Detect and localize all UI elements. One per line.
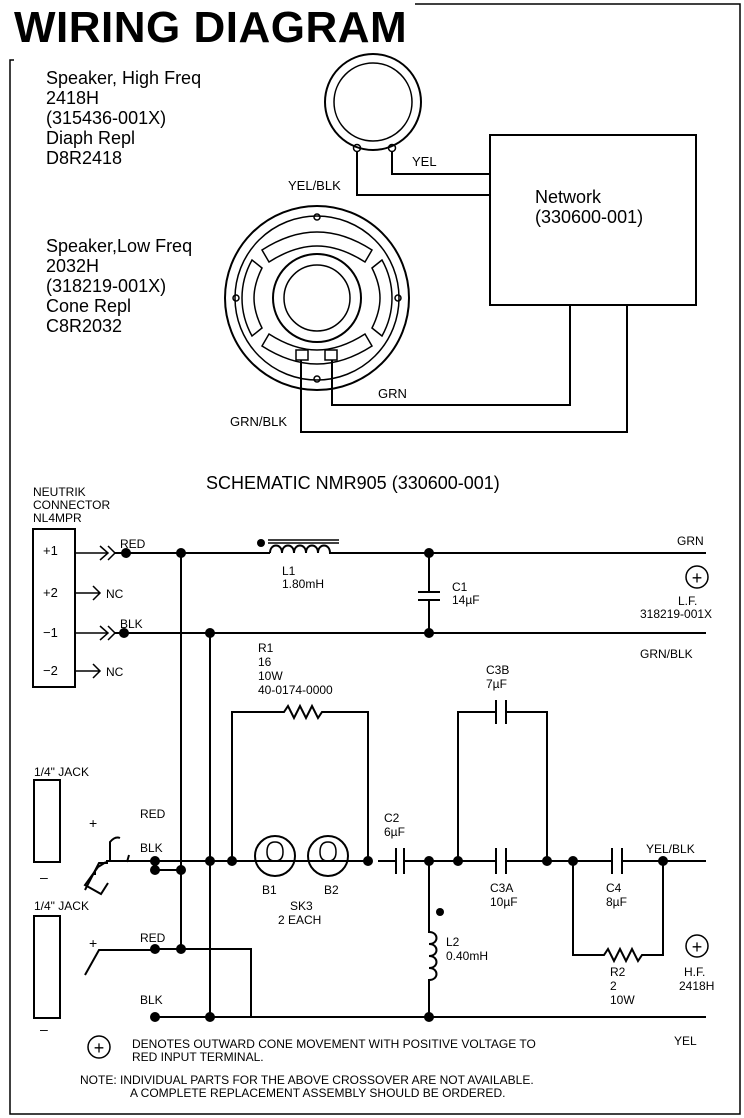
jack2-tip (84, 949, 155, 976)
junction-dots (119, 539, 668, 1022)
connector-pin-4: −2 (43, 663, 58, 678)
b1-label: B1 (262, 883, 277, 897)
jack1-plus: + (89, 815, 97, 831)
c3b-value: 7µF (486, 677, 507, 691)
pin2-wire: NC (106, 587, 124, 601)
lf-speaker-repl-label: Cone Repl (46, 296, 131, 316)
jack1-body (33, 779, 61, 863)
l2-name: L2 (446, 935, 460, 949)
c2-value: 6µF (384, 825, 405, 839)
l1-value: 1.80mH (282, 577, 324, 591)
hf-out-plus: YEL/BLK (646, 842, 695, 856)
jack1-minus: – (40, 869, 48, 885)
hf-wire-minus-label: YEL/BLK (288, 178, 341, 193)
connector-box (32, 528, 76, 688)
jack2-label: 1/4" JACK (34, 899, 89, 913)
legend-line1: DENOTES OUTWARD CONE MOVEMENT WITH POSIT… (132, 1037, 536, 1051)
lf-speaker-part: (318219-001X) (46, 276, 166, 296)
lf-out-plus: GRN (677, 534, 704, 548)
lf-out-minus: GRN/BLK (640, 647, 693, 661)
sk3-name: SK3 (290, 899, 313, 913)
c3b-name: C3B (486, 663, 509, 677)
pin1-wire: RED (120, 537, 146, 551)
lf-wire-minus-label: GRN/BLK (230, 414, 287, 429)
svg-text:+: + (94, 1038, 105, 1058)
jack2-red: RED (140, 931, 166, 945)
connector-line2: CONNECTOR (33, 498, 110, 512)
legend-symbol: + (87, 1035, 111, 1059)
lf-speaker-drawing (224, 205, 628, 433)
pin4-wire: NC (106, 665, 124, 679)
lf-speaker-name: Speaker,Low Freq (46, 236, 192, 256)
c4-value: 8µF (606, 895, 627, 909)
hf-polarity-symbol: + (685, 934, 709, 958)
network-part: (330600-001) (535, 207, 643, 227)
c3a-name: C3A (490, 881, 513, 895)
lamp-b1 (254, 835, 296, 877)
r2-watts: 10W (610, 993, 635, 1007)
pin3-wire: BLK (120, 617, 143, 631)
schematic-title: SCHEMATIC NMR905 (330600-001) (206, 473, 500, 493)
jack2-plus: + (89, 935, 97, 951)
lf-out-part: 318219-001X (640, 607, 712, 621)
jack2-minus: – (40, 1021, 48, 1037)
lamp-b2 (307, 835, 349, 877)
jack1-label: 1/4" JACK (34, 765, 89, 779)
sk3-qty: 2 EACH (278, 913, 321, 927)
jack2-blk: BLK (140, 993, 163, 1007)
connector-pin-1: +1 (43, 543, 58, 558)
hf-wire-plus-label: YEL (412, 154, 437, 169)
hf-speaker-repl-part: D8R2418 (46, 148, 122, 168)
page-title: WIRING DIAGRAM (14, 3, 408, 52)
c1-name: C1 (452, 580, 468, 594)
note-line2: A COMPLETE REPLACEMENT ASSEMBLY SHOULD B… (130, 1086, 505, 1100)
b2-label: B2 (324, 883, 339, 897)
jack1-red: RED (140, 807, 166, 821)
hf-speaker-model: 2418H (46, 88, 99, 108)
svg-text:+: + (692, 568, 703, 588)
lf-wire-plus-label: GRN (378, 386, 407, 401)
jack2-body (33, 915, 61, 1019)
r2-ohms: 2 (610, 979, 617, 993)
hf-speaker-drawing (324, 53, 490, 196)
hf-speaker-part: (315436-001X) (46, 108, 166, 128)
r2-name: R2 (610, 965, 626, 979)
connector-arrows (75, 545, 117, 679)
lf-polarity-symbol: + (685, 565, 709, 589)
connector-line1: NEUTRIK (33, 485, 86, 499)
r1-part: 40-0174-0000 (258, 683, 333, 697)
outer-frame (9, 3, 741, 1115)
r1-ohms: 16 (258, 655, 272, 669)
l2-value: 0.40mH (446, 949, 488, 963)
hf-speaker-name: Speaker, High Freq (46, 68, 201, 88)
hf-out-part: 2418H (679, 979, 714, 993)
connector-line3: NL4MPR (33, 511, 82, 525)
hf-out-minus: YEL (674, 1034, 697, 1048)
c3a-value: 10µF (490, 895, 518, 909)
connector-pin-3: −1 (43, 625, 58, 640)
legend-line2: RED INPUT TERMINAL. (132, 1050, 264, 1064)
network-box (489, 134, 697, 306)
lf-speaker-repl-part: C8R2032 (46, 316, 122, 336)
jack1-tip (84, 862, 108, 891)
lf-out-label: L.F. (678, 594, 697, 608)
jack1-blk: BLK (140, 841, 163, 855)
r1-watts: 10W (258, 669, 283, 683)
lf-speaker-model: 2032H (46, 256, 99, 276)
hf-out-label: H.F. (684, 965, 705, 979)
c1-value: 14µF (452, 593, 480, 607)
connector-pin-2: +2 (43, 585, 58, 600)
network-name: Network (535, 187, 602, 207)
c4-name: C4 (606, 881, 622, 895)
note-line1: NOTE: INDIVIDUAL PARTS FOR THE ABOVE CRO… (80, 1073, 534, 1087)
r1-name: R1 (258, 641, 274, 655)
c2-name: C2 (384, 811, 400, 825)
svg-text:+: + (692, 937, 703, 957)
hf-speaker-repl-label: Diaph Repl (46, 128, 135, 148)
l1-name: L1 (282, 564, 296, 578)
